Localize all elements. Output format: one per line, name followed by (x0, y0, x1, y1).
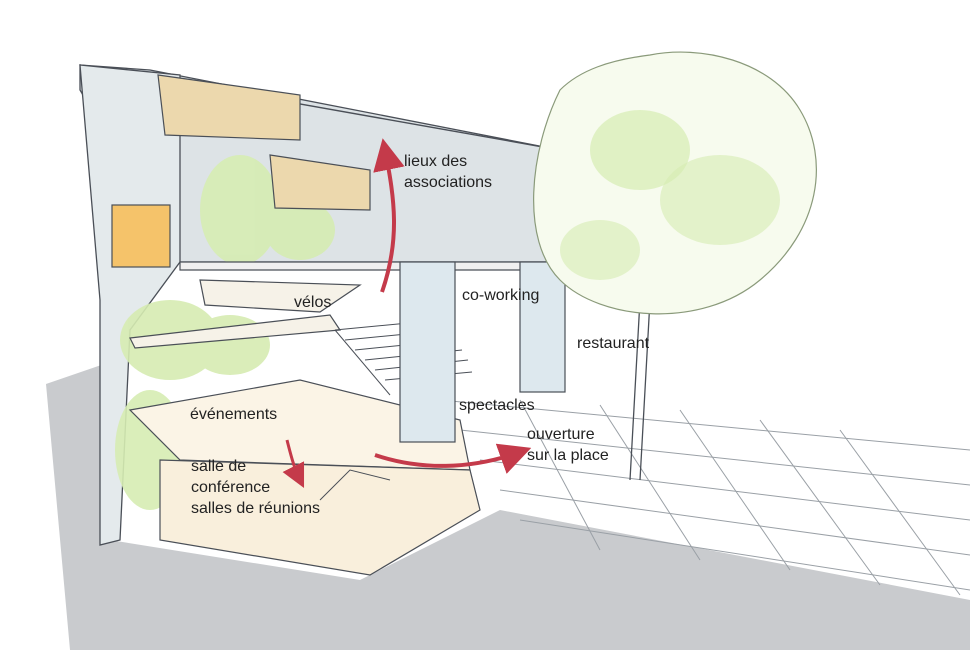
label-lieux-des-associations: lieux des associations (404, 151, 492, 193)
label-salle-de-conference: salle de conférence salles de réunions (191, 456, 320, 519)
label-spectacles: spectacles (459, 397, 535, 414)
column-coworking (399, 261, 456, 443)
label-line: conférence (191, 479, 271, 496)
ground-section (46, 362, 970, 650)
label-line: associations (404, 174, 493, 191)
label-ouverture-sur-la-place: ouverture sur la place (527, 424, 609, 466)
label-line: salles de réunions (191, 500, 320, 517)
floor-evenements (128, 379, 471, 471)
label-line: ouverture (527, 426, 595, 443)
plaza-grid (439, 399, 970, 596)
slab-velos (199, 279, 362, 313)
label-line: salle de (191, 458, 247, 475)
arrow-down-conference (282, 439, 305, 489)
tree (533, 51, 817, 481)
label-co-working: co-working (462, 287, 540, 304)
arrow-out-plaza (374, 443, 532, 474)
label-velos: vélos (294, 294, 332, 311)
label-restaurant: restaurant (577, 335, 650, 352)
slab-upper (179, 261, 561, 271)
label-evenements: événements (190, 406, 278, 423)
basement-conference (159, 459, 481, 576)
label-line: lieux des (404, 153, 468, 170)
column-restaurant (519, 261, 566, 393)
label-line: sur la place (527, 447, 609, 464)
volume-middle (269, 154, 371, 211)
volume-accent (111, 204, 171, 268)
volume-upper (157, 74, 301, 141)
arrow-up-associations (373, 138, 405, 293)
